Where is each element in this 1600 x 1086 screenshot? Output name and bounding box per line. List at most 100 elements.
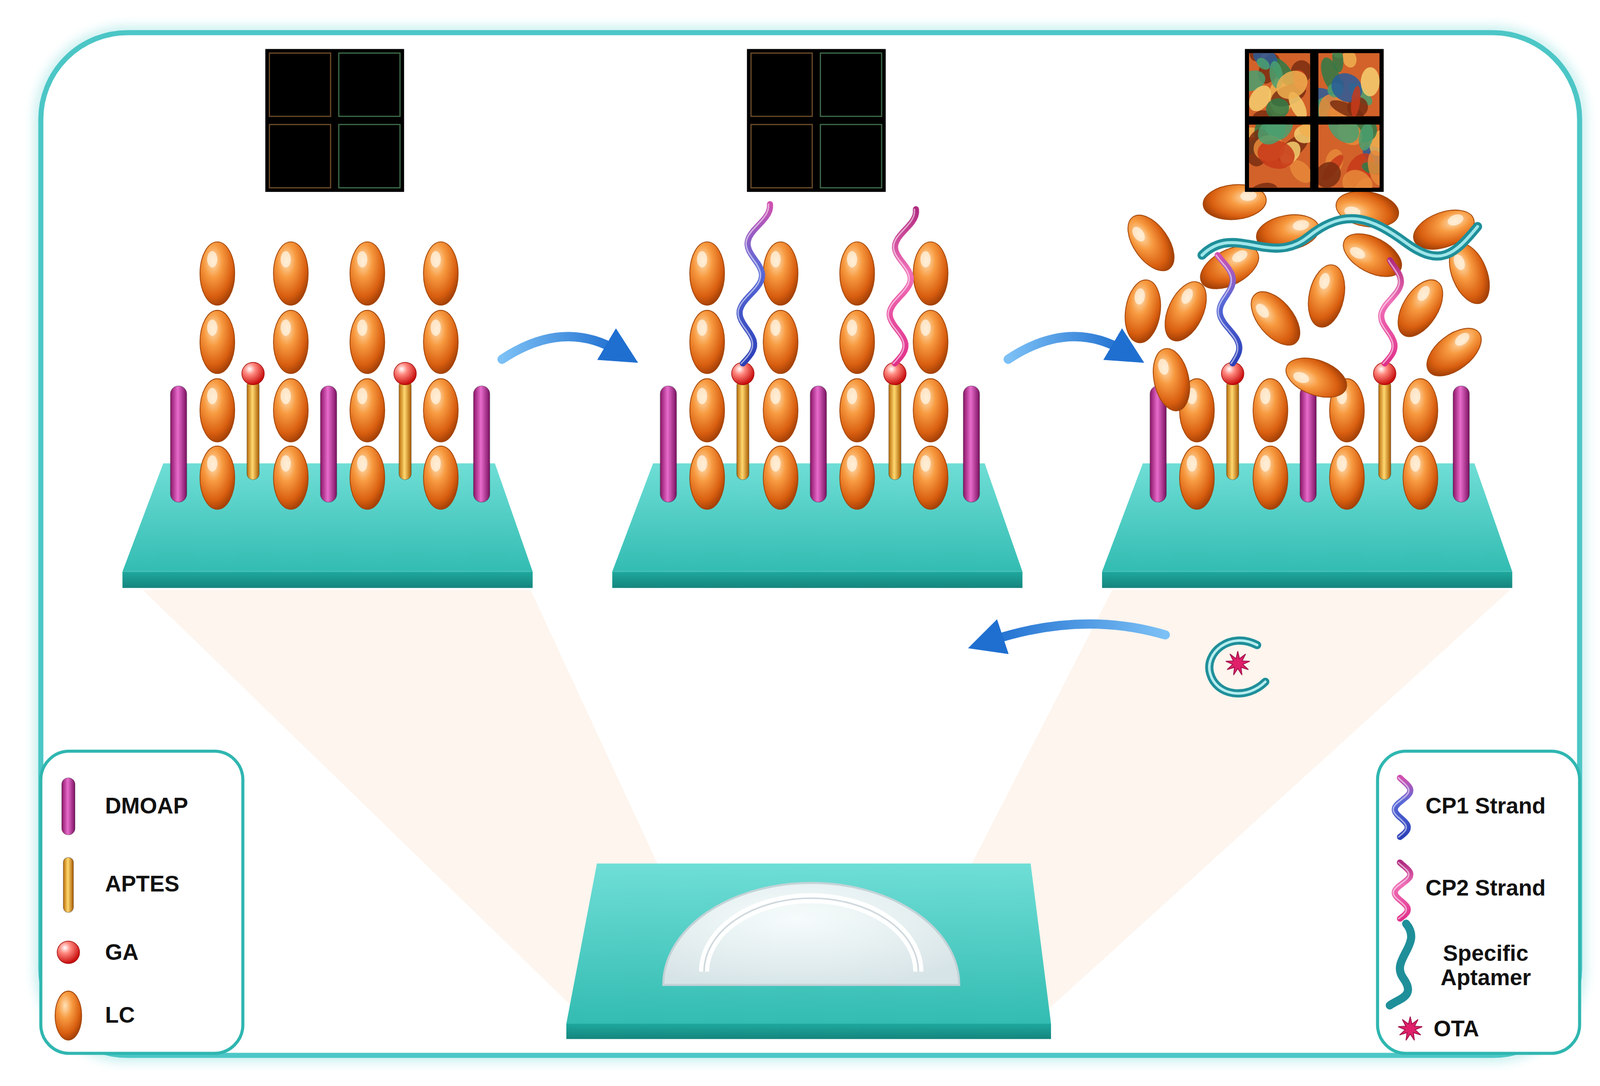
- lc-body: [200, 242, 235, 306]
- legend-label: GA: [105, 940, 139, 965]
- liquid-crystal: [1329, 446, 1364, 510]
- legend-aptamer: [1389, 923, 1412, 1006]
- outer-frame: [41, 32, 1580, 1056]
- lc-body: [349, 310, 385, 374]
- liquid-crystal: [423, 242, 458, 306]
- lc-body: [349, 446, 385, 510]
- lc-highlight: [846, 319, 857, 336]
- aptes-rod: [1226, 379, 1239, 480]
- lc-highlight: [357, 387, 368, 405]
- cp1-strand-shine: [737, 204, 769, 364]
- liquid-crystal: [349, 310, 385, 374]
- legend-label: CP2 Strand: [1425, 875, 1546, 901]
- birefringence-domain: [1254, 55, 1273, 73]
- liquid-crystal: [1280, 350, 1353, 405]
- lc-highlight: [430, 319, 441, 336]
- liquid-crystal: [273, 378, 308, 443]
- legend-lc: [55, 991, 82, 1041]
- lc-highlight: [1179, 286, 1196, 306]
- lc-body: [423, 446, 458, 510]
- legend-label: OTA: [1433, 1016, 1480, 1041]
- lc-highlight: [696, 319, 708, 336]
- lc-body: [1280, 350, 1353, 405]
- lc-body: [689, 310, 725, 374]
- liquid-crystal: [200, 242, 235, 306]
- liquid-crystal: [689, 446, 725, 510]
- lc-highlight: [1133, 287, 1146, 306]
- lc-body: [913, 310, 948, 374]
- birefringence-domain: [1321, 124, 1366, 150]
- lc-highlight: [770, 251, 781, 268]
- lc-highlight: [1446, 212, 1465, 228]
- lc-body: [913, 446, 948, 510]
- liquid-crystal: [423, 378, 458, 443]
- birefringence-domain: [1249, 178, 1282, 188]
- lc-body: [763, 378, 798, 443]
- liquid-crystal: [839, 378, 875, 443]
- platform-side: [612, 571, 1023, 588]
- liquid-crystal: [839, 242, 875, 306]
- lc-highlight: [280, 387, 291, 405]
- lc-body: [839, 378, 875, 443]
- lc-highlight: [1156, 357, 1170, 376]
- lc-body: [200, 310, 235, 374]
- lc-body: [200, 446, 235, 510]
- micrograph-cell: [338, 53, 401, 117]
- lc-body: [1402, 378, 1438, 443]
- birefringence-domain: [1356, 124, 1376, 152]
- micrograph-cell: [820, 124, 882, 188]
- aptamer-strand: [1201, 218, 1478, 257]
- lc-highlight: [1260, 387, 1271, 405]
- lc-highlight: [207, 455, 218, 472]
- lc-highlight: [770, 455, 781, 472]
- lc-body: [689, 242, 725, 306]
- liquid-crystal: [1402, 446, 1438, 510]
- lc-highlight: [1336, 455, 1347, 472]
- ota-star: [1225, 651, 1251, 676]
- birefringence-domain: [1337, 164, 1378, 188]
- legend-dmoap-rod: [61, 777, 75, 835]
- lc-highlight: [920, 319, 931, 336]
- micrograph: [265, 49, 405, 192]
- micrograph-cell: [820, 53, 882, 117]
- liquid-crystal: [273, 310, 308, 374]
- lc-highlight: [696, 387, 708, 405]
- process-arrow: [1007, 336, 1125, 360]
- lc-body: [1118, 207, 1184, 280]
- birefringence-domain: [1318, 156, 1347, 188]
- lc-highlight: [1347, 244, 1368, 262]
- lc-highlight: [207, 319, 218, 336]
- liquid-crystal: [349, 242, 385, 306]
- lc-highlight: [696, 455, 708, 472]
- lc-body: [913, 378, 948, 443]
- lc-body: [689, 378, 725, 443]
- lc-highlight: [1291, 369, 1311, 385]
- aptamer-complex: [1209, 640, 1266, 694]
- liquid-crystal: [763, 446, 798, 510]
- micrograph: [1244, 49, 1384, 192]
- ga-ball: [241, 362, 264, 385]
- lc-body: [1402, 446, 1438, 510]
- cp1-strand-shine: [1216, 255, 1238, 364]
- lc-highlight: [280, 455, 291, 472]
- lc-body: [423, 242, 458, 306]
- lc-body: [1147, 344, 1195, 414]
- lc-highlight: [770, 387, 781, 405]
- lc-highlight: [1410, 387, 1421, 405]
- lc-body: [1241, 283, 1310, 355]
- birefringence-domain: [1349, 85, 1362, 117]
- lc-body: [839, 446, 875, 510]
- liquid-crystal: [273, 242, 308, 306]
- liquid-crystal: [913, 446, 948, 510]
- liquid-crystal: [1118, 207, 1184, 280]
- lc-highlight: [207, 387, 218, 405]
- aptes-rod: [1378, 379, 1391, 480]
- micrograph-cell: [751, 124, 813, 188]
- substrate-top: [566, 863, 1051, 1024]
- platform-side: [122, 571, 533, 588]
- liquid-crystal: [763, 310, 798, 374]
- liquid-crystal: [1303, 261, 1351, 331]
- lc-body: [273, 310, 308, 374]
- liquid-crystal: [913, 378, 948, 443]
- liquid-crystal: [423, 446, 458, 510]
